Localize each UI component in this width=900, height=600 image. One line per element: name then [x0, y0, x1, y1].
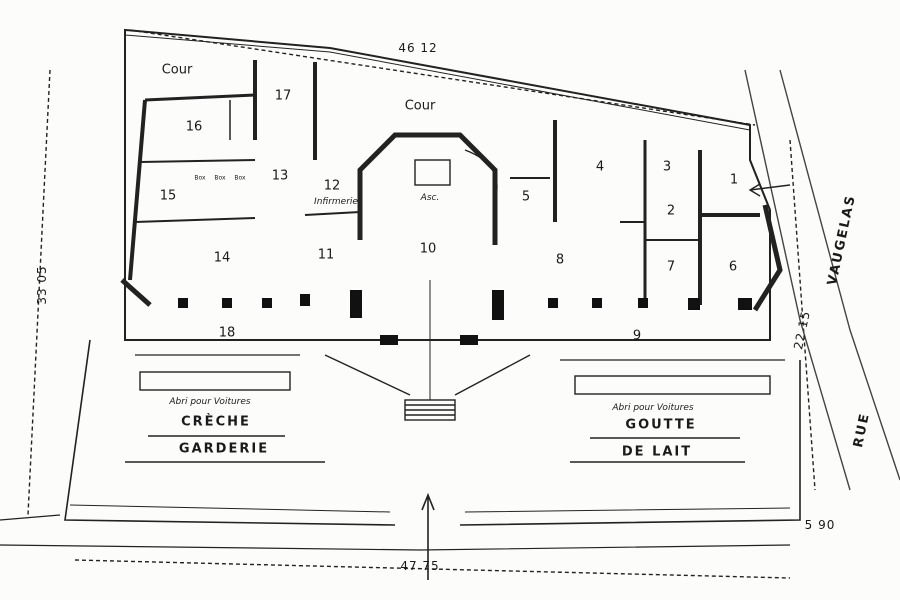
- label-box-3: Box: [234, 174, 246, 182]
- label-de-lait: DE LAIT: [621, 444, 693, 460]
- room-number-4: 4: [595, 159, 605, 175]
- wall-room-18-corner: [120, 278, 152, 307]
- dimension-line-top: [129, 29, 756, 126]
- terrace-right: [454, 354, 531, 396]
- room-number-13: 13: [271, 168, 289, 184]
- street-edge-outer: [779, 69, 900, 481]
- building-top-wall: [124, 34, 751, 131]
- room-number-1: 1: [729, 172, 739, 188]
- terrace-left: [324, 354, 411, 396]
- label-goutte: GOUTTE: [625, 417, 697, 433]
- room-number-2: 2: [666, 203, 676, 219]
- site-boundary: [64, 339, 801, 526]
- label-box-1: Box: [194, 174, 206, 182]
- label-cour-left: Cour: [161, 62, 193, 78]
- dimension-bottom: 47 75: [400, 559, 440, 573]
- room-number-12: 12: [323, 178, 341, 194]
- room-number-5: 5: [521, 189, 531, 205]
- garden-strip: [69, 504, 791, 513]
- dimension-line-right: [789, 139, 816, 491]
- stair-curve: [464, 149, 498, 201]
- room-number-9: 9: [632, 328, 642, 344]
- room-number-3: 3: [662, 159, 672, 175]
- room-number-7: 7: [666, 259, 676, 275]
- lift-shaft: [414, 159, 451, 186]
- room-number-6: 6: [728, 259, 738, 275]
- building-outline: [124, 28, 771, 341]
- room-number-10: 10: [419, 241, 437, 257]
- room-number-15: 15: [159, 188, 177, 204]
- room-number-18: 18: [218, 325, 236, 341]
- label-abri-right: Abri pour Voitures: [612, 403, 694, 413]
- label-creche: CRÈCHE: [181, 414, 251, 430]
- label-infirmerie: Infirmerie: [314, 197, 358, 207]
- pier-row: [178, 290, 752, 345]
- side-entrance-arrow: [748, 183, 791, 197]
- wall-infirmerie: [304, 211, 361, 216]
- street-edge-inner: [744, 69, 851, 491]
- carriage-shelter-right: [574, 375, 771, 395]
- carriage-shelter-left: [139, 371, 291, 391]
- label-cour-center: Cour: [404, 98, 436, 114]
- dimension-line-bottom: [74, 559, 791, 579]
- wall-left-outer: [128, 99, 147, 281]
- room-number-14: 14: [213, 250, 231, 266]
- room-number-8: 8: [555, 252, 565, 268]
- label-garderie: GARDERIE: [178, 441, 270, 457]
- room-number-16: 16: [185, 119, 203, 135]
- wall-room-16-top: [144, 93, 256, 102]
- wall-room-14-top: [134, 217, 256, 223]
- main-entrance-arrow: [421, 492, 435, 580]
- road-edge: [0, 514, 791, 551]
- dimension-corner: 5 90: [804, 518, 836, 532]
- label-ascenseur: Asc.: [420, 193, 440, 203]
- dimension-top: 46 12: [398, 41, 438, 55]
- wall-right-outer: [752, 204, 783, 312]
- wall-room-15-top: [139, 159, 256, 163]
- dimension-left: 33 05: [35, 265, 49, 305]
- room-number-11: 11: [317, 247, 335, 263]
- room-number-17: 17: [274, 88, 292, 104]
- wall-central-hall: [357, 132, 498, 245]
- dimension-line-left: [27, 69, 51, 516]
- label-abri-left: Abri pour Voitures: [169, 397, 251, 407]
- label-box-2: Box: [214, 174, 226, 182]
